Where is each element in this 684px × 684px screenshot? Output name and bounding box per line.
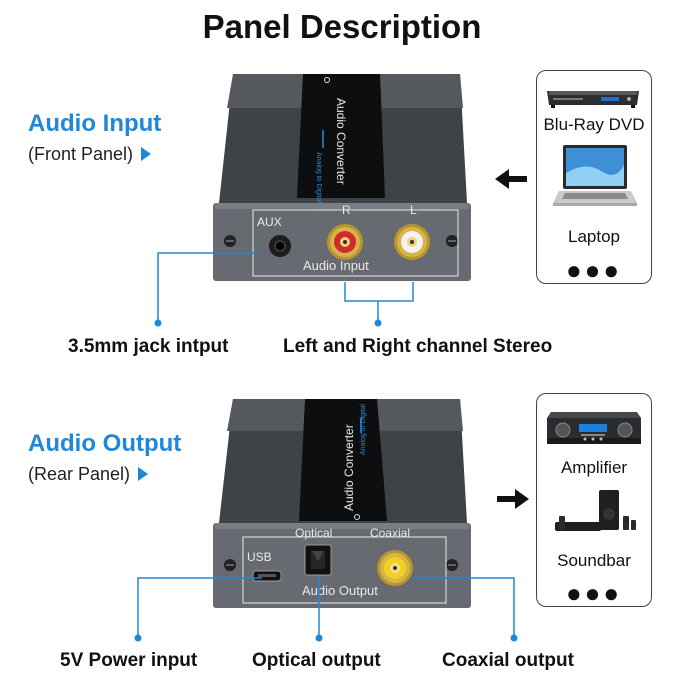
laptop-icon [553,145,637,206]
right-channel-label: R [342,203,351,217]
arrow-right-icon [497,489,529,509]
callout-stereo: Left and Right channel Stereo [283,336,553,357]
amplifier-icon [547,412,641,444]
device-brand-text: Audio Converter [342,424,356,511]
source-devices-card: Blu-Ray DVD Laptop ●●● [536,70,652,284]
more-sources-dots: ●●● [565,255,623,285]
device-subtext: Analog to Digital [315,152,322,203]
more-targets-dots: ●●● [565,578,623,608]
soundbar-icon [555,490,636,531]
audio-input-caption: Audio Input [303,258,369,273]
triangle-right-icon [141,147,152,162]
target-soundbar-label: Soundbar [557,551,631,570]
aux-label: AUX [257,215,282,229]
device-label-strip [299,399,387,521]
target-amplifier-label: Amplifier [560,458,628,477]
converter-device-front: Audio Converter Analog to Digital AUX R … [213,74,471,281]
audio-input-title: Audio Input [28,110,162,137]
source-bluray-label: Blu-Ray DVD [543,115,645,134]
device-label-strip [297,74,385,198]
callout-power-input: 5V Power input [60,650,198,671]
callout-jack-input: 3.5mm jack intput [68,336,229,357]
rca-red-jack [327,224,363,260]
bluray-player-icon [547,91,639,108]
coaxial-jack [377,550,413,586]
optical-label: Optical [295,526,332,540]
converter-device-rear: Audio Converter Analog to Digital Optica… [213,399,471,608]
output-devices-card: Amplifier Soundbar ●●● [536,393,652,607]
rear-panel-subtitle: (Rear Panel) [28,464,149,485]
coaxial-label: Coaxial [370,526,410,540]
audio-output-caption: Audio Output [302,583,378,598]
arrow-left-icon [495,169,527,189]
audio-output-title: Audio Output [28,430,182,457]
device-subtext: Analog to Digital [360,404,367,455]
usb-label: USB [247,550,272,564]
callout-coaxial-output: Coaxial output [442,650,574,671]
callout-optical-output: Optical output [252,650,381,671]
source-laptop-label: Laptop [568,227,620,246]
front-panel-subtitle: (Front Panel) [28,144,152,165]
optical-port [304,544,332,576]
triangle-right-icon [138,467,149,482]
rca-white-jack [394,224,430,260]
left-channel-label: L [410,203,417,217]
device-brand-text: Audio Converter [334,98,348,185]
page-title: Panel Description [202,8,482,45]
